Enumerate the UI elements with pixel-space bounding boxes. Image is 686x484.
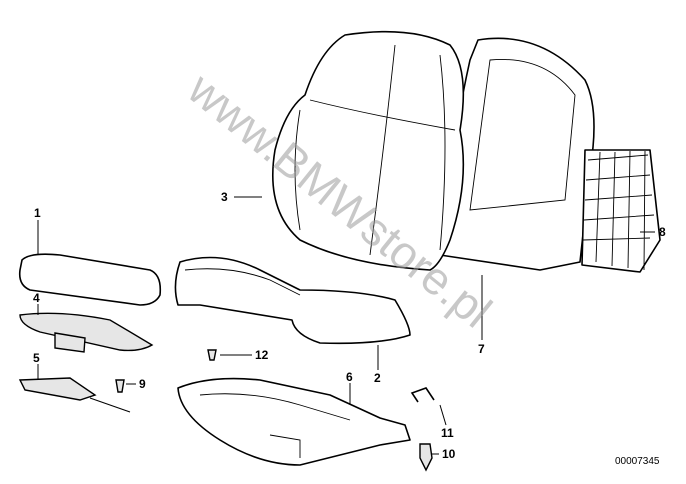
label-7: 7: [478, 342, 485, 356]
armrest-pad: [18, 253, 162, 306]
seat-rail: [18, 377, 131, 413]
label-2: 2: [374, 371, 381, 385]
image-code: 00007345: [615, 456, 660, 467]
net-pocket: [581, 149, 661, 273]
label-6: 6: [346, 370, 353, 384]
clip-11: [410, 387, 435, 403]
armrest-bracket: [19, 312, 154, 353]
label-4: 4: [33, 291, 40, 305]
screw-9: [115, 379, 125, 393]
label-10: 10: [442, 447, 456, 461]
label-11: 11: [441, 426, 454, 440]
label-9: 9: [139, 377, 146, 391]
clip-10: [419, 443, 433, 472]
leader-lines: [37, 196, 655, 455]
seat-pan: [177, 377, 411, 466]
backrest-cover: [272, 30, 465, 271]
screw-12: [207, 349, 217, 361]
label-5: 5: [33, 351, 40, 365]
label-8: 8: [659, 225, 666, 239]
label-12: 12: [255, 348, 269, 362]
seat-cushion: [174, 256, 411, 345]
label-3: 3: [221, 190, 228, 204]
label-1: 1: [34, 206, 41, 220]
